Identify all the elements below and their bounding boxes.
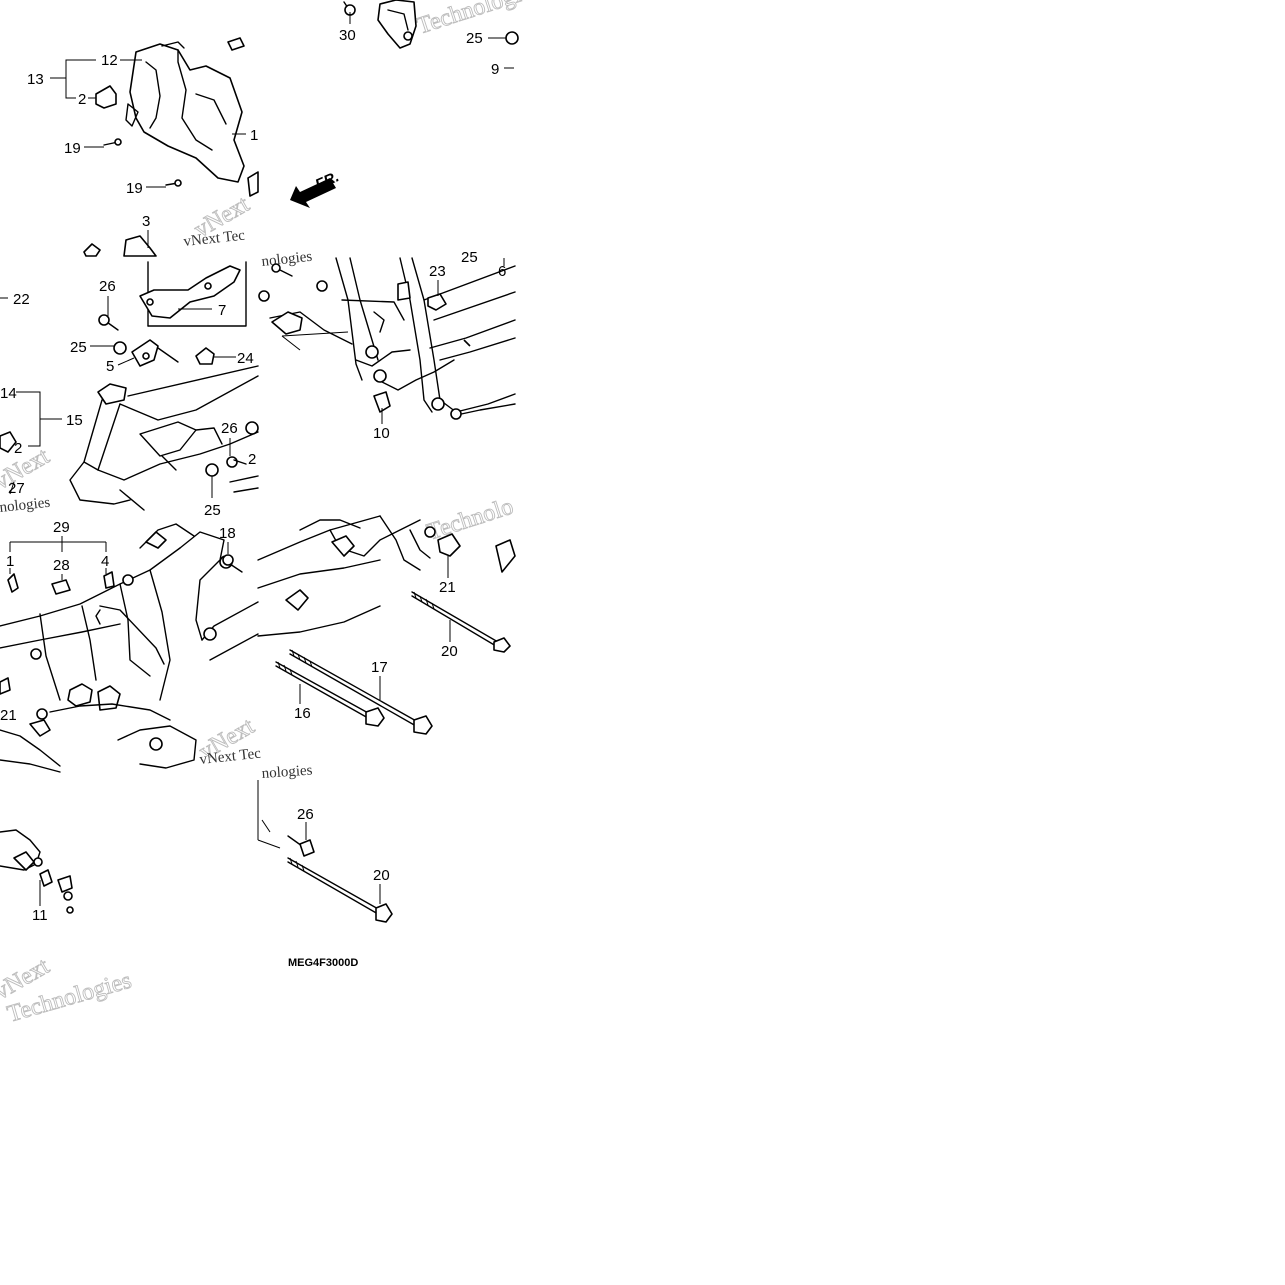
- callout-label: 2: [14, 440, 22, 457]
- long-bolt-20-lower: [287, 857, 393, 923]
- cap-21-upper: [437, 533, 461, 557]
- callout-label: 25: [204, 502, 221, 519]
- long-bolt-17: [289, 649, 433, 735]
- watermark-text: Technolo: [424, 493, 517, 545]
- callout-label: 12: [101, 52, 118, 69]
- callout-label: 26: [99, 278, 116, 295]
- callout-label: 17: [371, 659, 388, 676]
- callout-label: 23: [429, 263, 446, 280]
- callout-label: 25: [466, 30, 483, 47]
- callout-label: 27: [8, 480, 25, 497]
- frame-rear-section: [258, 257, 516, 420]
- callout-label: 30: [339, 27, 356, 44]
- collar-10: [373, 391, 391, 413]
- callout-label: 26: [221, 420, 238, 437]
- screw-19: [103, 138, 182, 187]
- callout-label: 21: [0, 707, 17, 724]
- callout-label: 4: [101, 553, 109, 570]
- callout-label: 2: [78, 91, 86, 108]
- callout-label: 18: [219, 525, 236, 542]
- leader-lines: [0, 12, 514, 906]
- callout-label: 15: [66, 412, 83, 429]
- watermark-text: vNext Tec: [199, 746, 262, 768]
- callout-label: 21: [439, 579, 456, 596]
- callout-labels: 30 25 9 12 13 2 1 19 19 3 23 25 6 22 26 …: [0, 27, 506, 924]
- clip-24: [195, 347, 215, 365]
- drawing-code: MEG4F3000D: [288, 957, 358, 969]
- callout-label: 3: [142, 213, 150, 230]
- callout-label: 11: [32, 907, 48, 924]
- callout-label: 20: [373, 867, 390, 884]
- bracket-set-29: [7, 536, 115, 595]
- direction-arrow: FR.: [290, 168, 342, 208]
- watermark-text: nologies: [261, 762, 313, 782]
- callout-label: 5: [106, 358, 114, 375]
- small-damper: [227, 37, 245, 51]
- callout-label: 13: [27, 71, 44, 88]
- callout-label: 2: [248, 451, 256, 468]
- callout-label: 16: [294, 705, 311, 722]
- frame-lower-rear: [257, 515, 516, 637]
- watermark-text: nologies: [261, 249, 313, 270]
- watermark-text: nologies: [0, 495, 51, 516]
- callout-label: 19: [126, 180, 143, 197]
- callout-label: 28: [53, 557, 70, 574]
- callout-label: 22: [13, 291, 30, 308]
- rubber-grommet: [95, 85, 117, 109]
- sub-bracket-7: [139, 261, 247, 327]
- clip-23: [427, 293, 447, 311]
- front-direction-label: FR.: [313, 168, 342, 193]
- long-bolt-20-upper: [411, 591, 511, 653]
- nut-and-bracket-5: [113, 339, 179, 367]
- callout-label: 20: [441, 643, 458, 660]
- bolt-26-upper: [98, 314, 119, 331]
- footpeg-bracket-11: [0, 829, 74, 914]
- watermark-text: vNext Tec: [183, 228, 246, 250]
- callout-label: 6: [498, 263, 506, 280]
- bracket-3: [83, 235, 157, 257]
- side-cover-assembly: [125, 41, 259, 197]
- callout-label: 1: [6, 553, 14, 570]
- callout-label: 25: [461, 249, 478, 266]
- watermark-group: Technologies vNext vNext Tec nologies vN…: [0, 0, 544, 1028]
- callout-label: 25: [70, 339, 87, 356]
- callout-label: 19: [64, 140, 81, 157]
- frame-lower-section: [0, 523, 259, 773]
- callout-label: 1: [250, 127, 258, 144]
- callout-label: 14: [0, 385, 17, 402]
- callout-label: 29: [53, 519, 70, 536]
- callout-label: 10: [373, 425, 390, 442]
- callout-label: 9: [491, 61, 499, 78]
- frame-edge-lower: [257, 780, 281, 849]
- bolt-26-lower: [287, 835, 315, 857]
- callout-label: 24: [237, 350, 254, 367]
- long-bolt-16: [275, 661, 385, 727]
- callout-label: 26: [297, 806, 314, 823]
- callout-label: 7: [218, 302, 226, 319]
- bolt-18: [222, 554, 234, 566]
- frame-front-section: [0, 365, 259, 511]
